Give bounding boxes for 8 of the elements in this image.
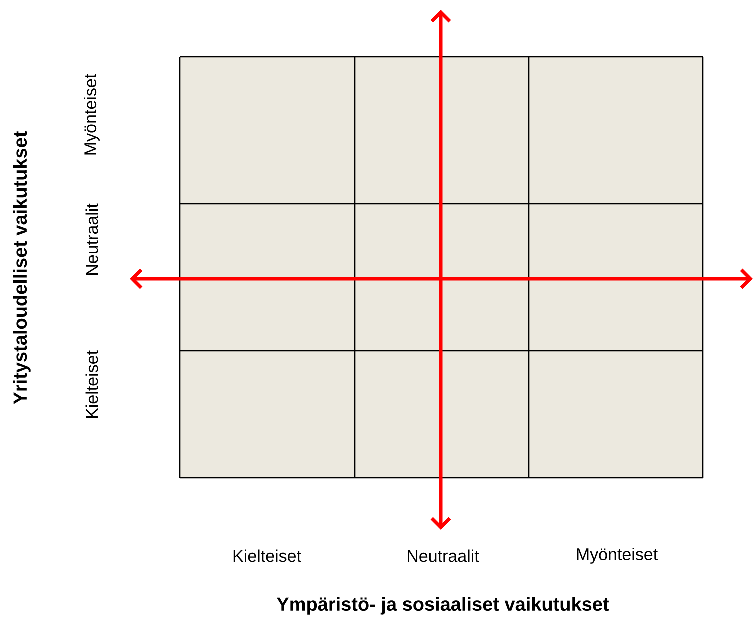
column-label: Neutraalit bbox=[408, 550, 480, 562]
row-label: Myönteiset bbox=[84, 74, 100, 155]
row-label: Neutraalit bbox=[86, 204, 98, 275]
axis-title: Yritystaloudelliset vaikutukset bbox=[13, 132, 31, 404]
row-label: Kielteiset bbox=[86, 350, 98, 418]
column-label: Kielteiset bbox=[234, 550, 302, 562]
column-label: Myönteiset bbox=[577, 548, 658, 564]
axis-title: Ympäristö- ja sosiaaliset vaikutukset bbox=[277, 597, 610, 615]
